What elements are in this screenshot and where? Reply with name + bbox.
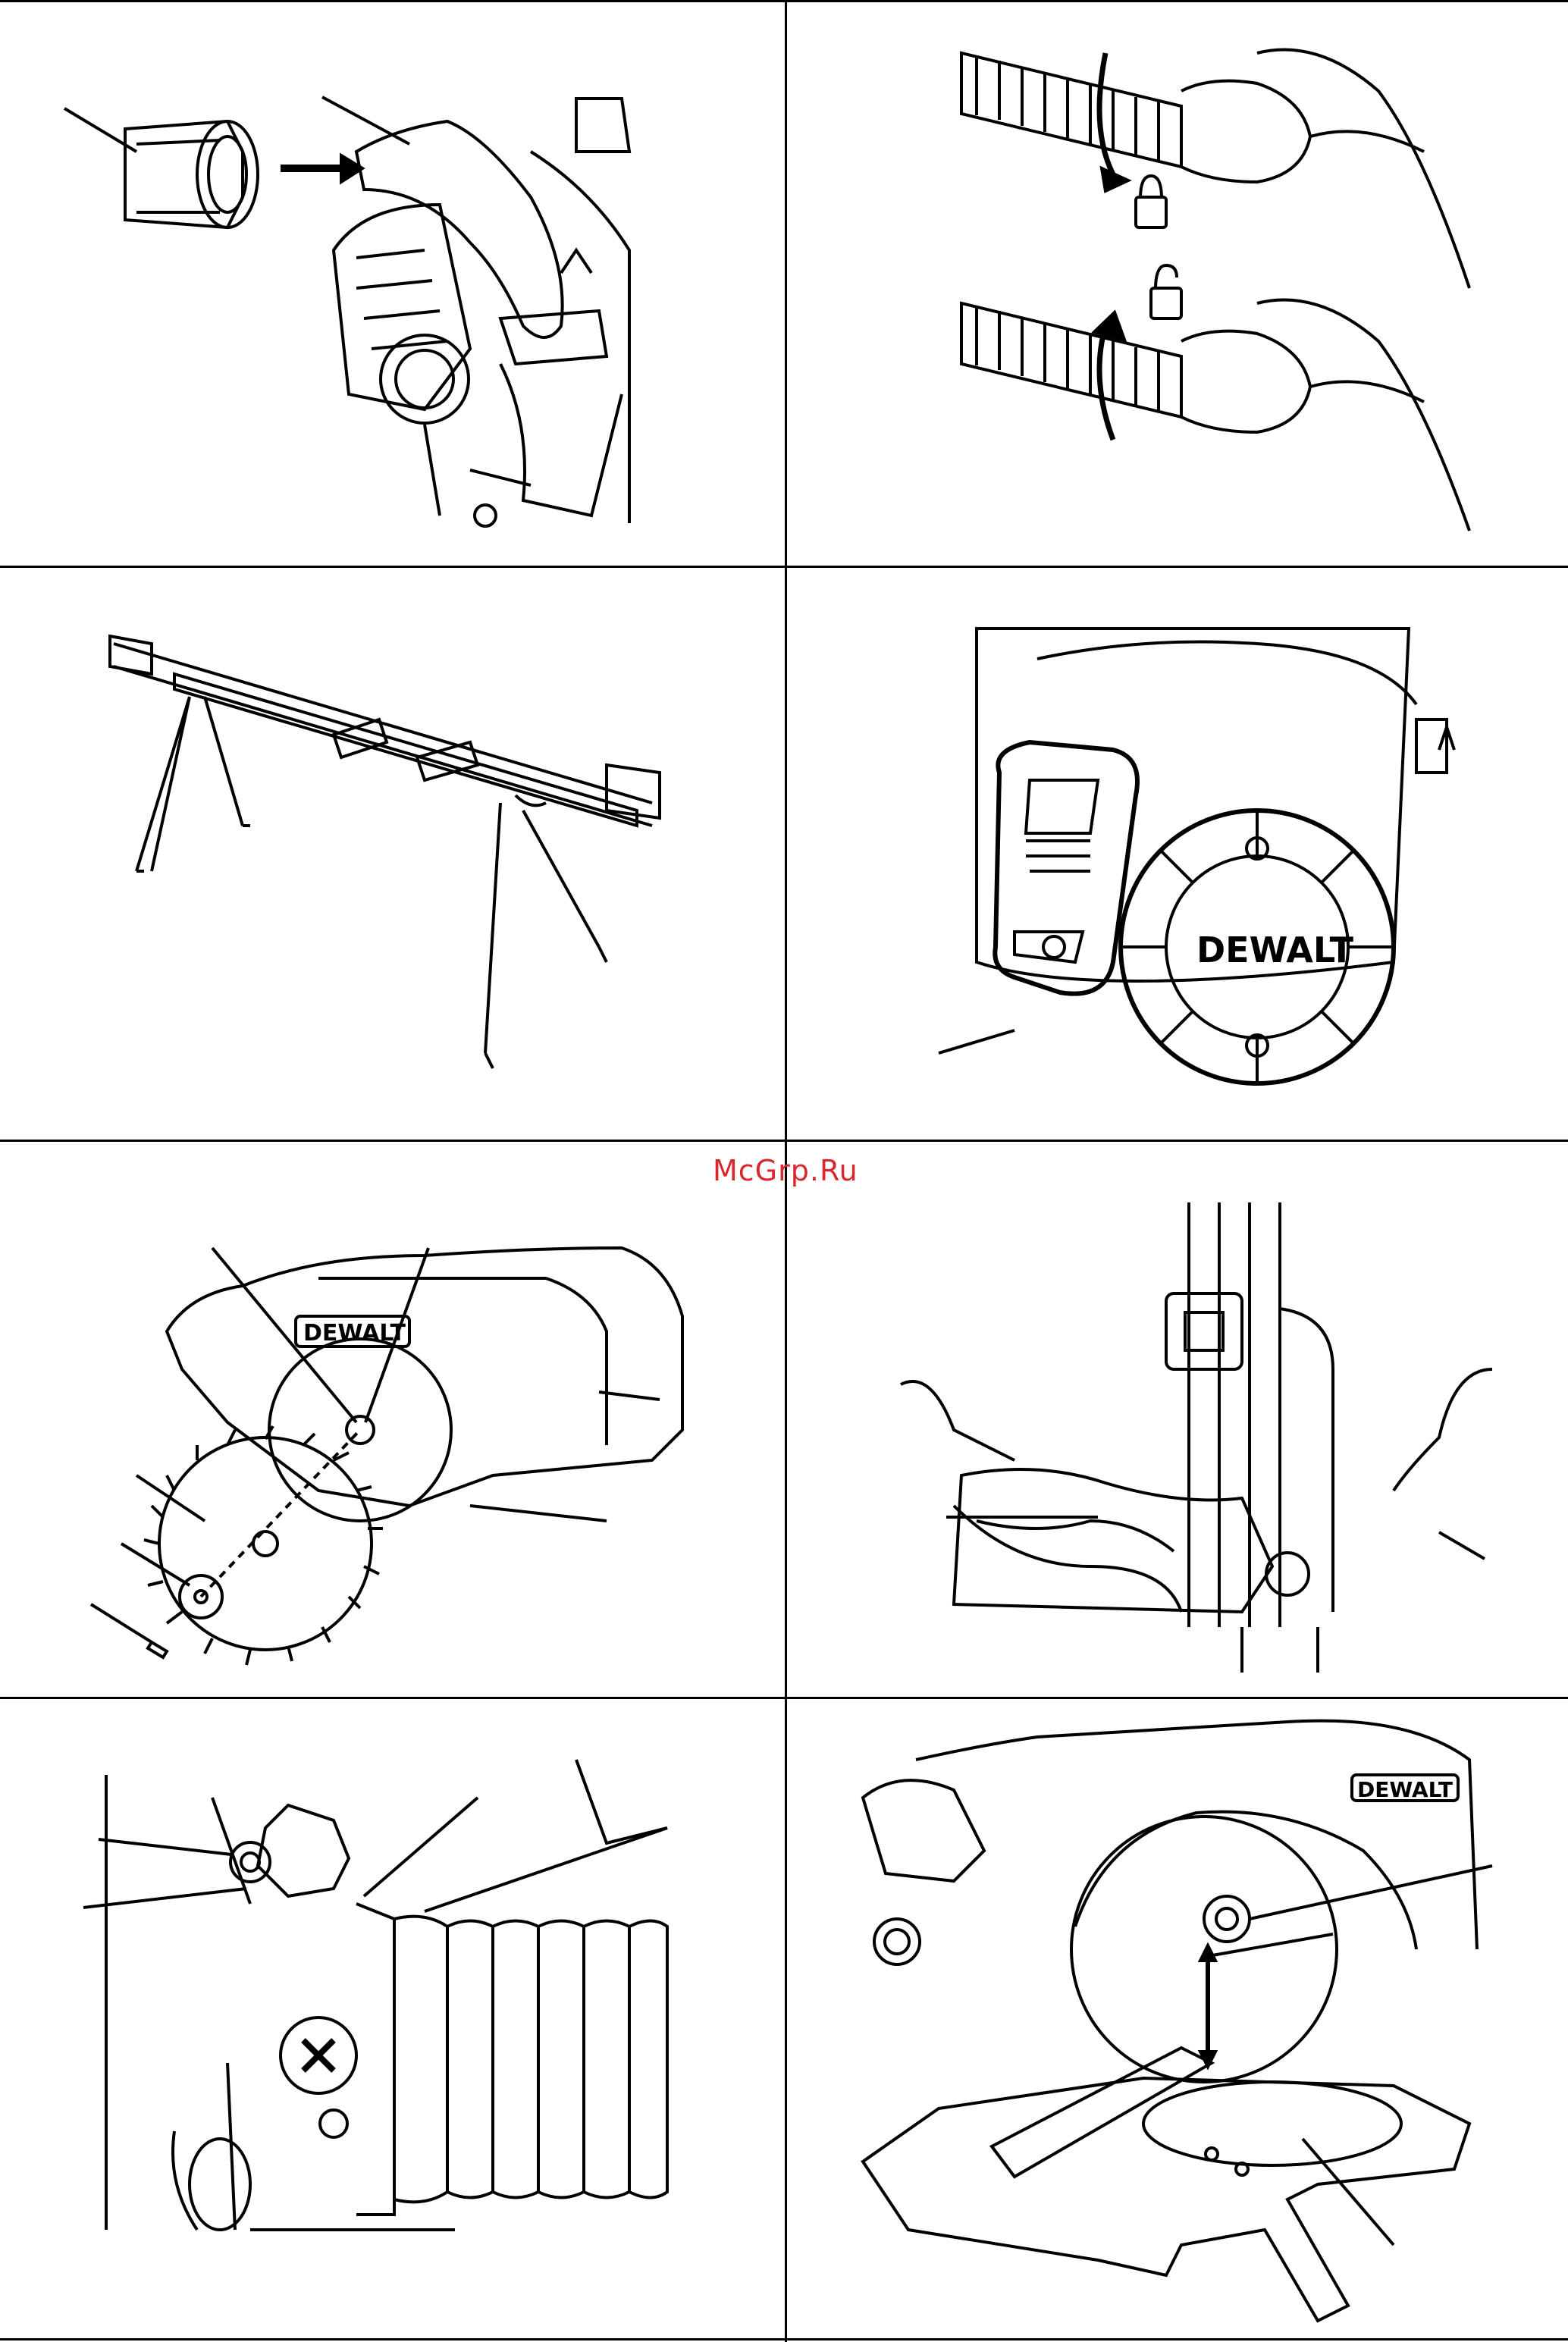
motor-icon: DEWALT	[787, 568, 1568, 1140]
panel-carry-handle-lift	[787, 1142, 1568, 1697]
blade-icon: DEWALT	[0, 1142, 785, 1697]
frame-bottom	[0, 2338, 1568, 2340]
brand-logo-blade-guard: DEWALT	[303, 1320, 406, 1347]
panel-miter-saw-stand	[0, 568, 785, 1140]
hands-icon	[787, 1142, 1568, 1697]
watermark-text: McGrp.Ru	[713, 1154, 858, 1187]
panel-blade-depth-check: DEWALT	[787, 1699, 1568, 2338]
panel-blade-removal: DEWALT	[0, 1142, 785, 1697]
screw-icon	[0, 1699, 785, 2338]
brand-logo-saw: DEWALT	[1357, 1777, 1453, 1802]
panel-motor-brush-cap: DEWALT	[787, 568, 1568, 1140]
panel-bevel-stop-screw	[0, 1699, 785, 2338]
brand-logo-motor: DEWALT	[1196, 930, 1354, 970]
panel-hose-lock-unlock	[787, 0, 1568, 566]
stand-icon	[0, 568, 785, 1140]
saw-icon: DEWALT	[787, 1699, 1568, 2338]
dust-port-adapter-icon	[0, 0, 785, 566]
lock-icon	[787, 0, 1568, 566]
panel-hose-adapter-attach	[0, 0, 785, 566]
